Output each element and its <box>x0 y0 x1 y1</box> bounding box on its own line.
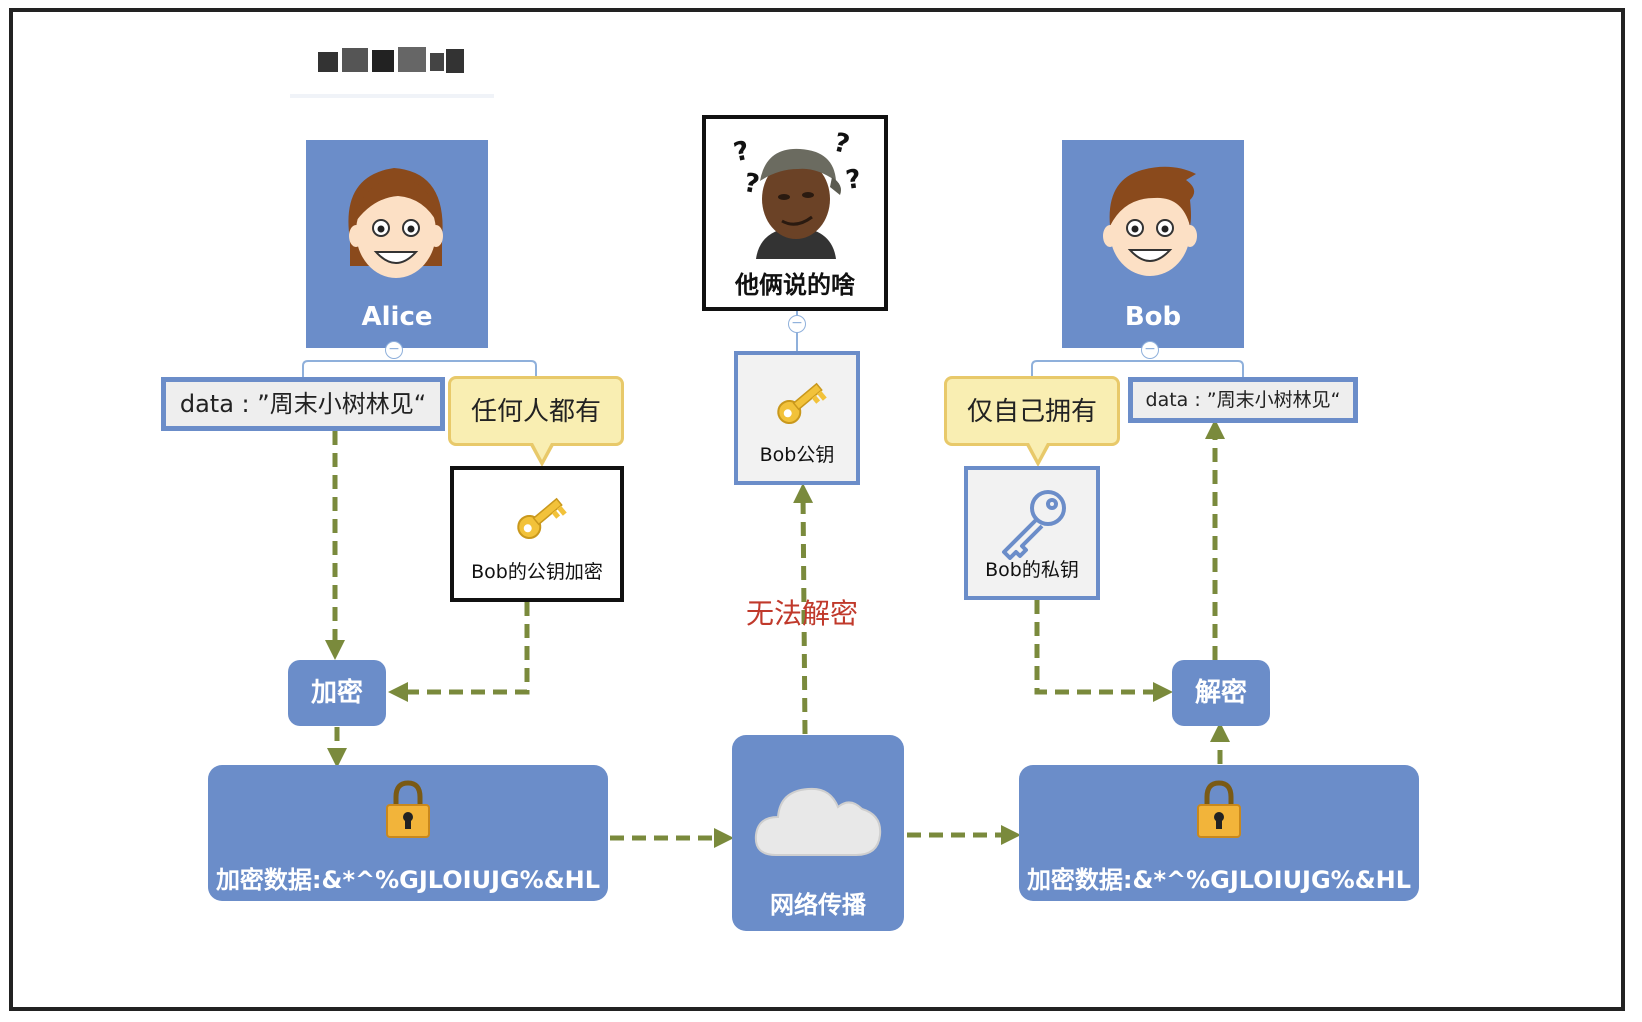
diagram-frame <box>9 8 1625 1011</box>
bubble-anyone-text: 任何人都有 <box>470 397 601 427</box>
arrow-privkey-to-decrypt <box>1034 600 1173 702</box>
bubble-self-text: 仅自己拥有 <box>966 397 1097 427</box>
pubkey-center-label: Bob公钥 <box>759 444 835 466</box>
arrow-network-to-pubkey <box>793 483 814 735</box>
encrypted-left-text: 加密数据:&*^%GJLOIUJG%&HL <box>215 866 601 894</box>
private-key-box: Bob的私钥 <box>964 466 1100 600</box>
outline-key-icon <box>1002 490 1066 560</box>
encrypt-action-label: 加密 <box>310 678 363 708</box>
gold-key-icon <box>777 382 827 424</box>
bubble-anyone: 任何人都有 <box>448 376 624 446</box>
alice-avatar <box>348 168 443 278</box>
collapse-toggle-icon[interactable]: − <box>788 315 806 333</box>
alice-data-text: data : ”周末小树林见“ <box>179 390 427 418</box>
alice-node: Alice <box>306 140 488 348</box>
decrypt-action: 解密 <box>1172 660 1270 726</box>
pubkey-encrypt-label: Bob的公钥加密 <box>471 561 603 583</box>
encrypted-data-right: 加密数据:&*^%GJLOIUJG%&HL <box>1019 765 1419 901</box>
bob-node: Bob <box>1062 140 1244 348</box>
encrypted-data-left: 加密数据:&*^%GJLOIUJG%&HL <box>208 765 608 901</box>
meme-box: ? ? ? ? 他俩说的啥 <box>702 115 888 311</box>
bob-data-box: data : ”周末小树林见“ <box>1128 377 1358 423</box>
bob-name: Bob <box>1124 302 1182 332</box>
cannot-decrypt-text: 无法解密 <box>745 597 858 630</box>
pubkey-center-box: Bob公钥 <box>734 351 860 485</box>
decrypt-action-label: 解密 <box>1194 678 1247 708</box>
encrypted-right-text: 加密数据:&*^%GJLOIUJG%&HL <box>1026 866 1412 894</box>
padlock-icon <box>1197 780 1241 838</box>
padlock-icon <box>386 780 430 838</box>
private-key-label: Bob的私钥 <box>985 559 1079 581</box>
encrypt-action: 加密 <box>288 660 386 726</box>
title-underline <box>290 94 494 98</box>
bob-avatar <box>1103 166 1197 276</box>
arrow-pubkey-to-encrypt <box>388 602 530 702</box>
bob-data-text: data : ”周末小树林见“ <box>1145 389 1341 411</box>
collapse-toggle-icon[interactable]: − <box>1141 341 1159 359</box>
alice-name: Alice <box>361 302 433 332</box>
confused-man-photo <box>756 148 841 259</box>
bubble-self: 仅自己拥有 <box>944 376 1120 446</box>
cloud-icon <box>754 787 882 856</box>
collapse-toggle-icon[interactable]: − <box>385 341 403 359</box>
network-label: 网络传播 <box>770 891 866 919</box>
blurred-title <box>318 44 468 74</box>
gold-key-icon <box>517 497 567 539</box>
pubkey-encrypt-box: Bob的公钥加密 <box>450 466 624 602</box>
alice-data-box: data : ”周末小树林见“ <box>161 377 445 431</box>
network-node: 网络传播 <box>732 735 904 931</box>
meme-caption: 他俩说的啥 <box>735 271 855 299</box>
